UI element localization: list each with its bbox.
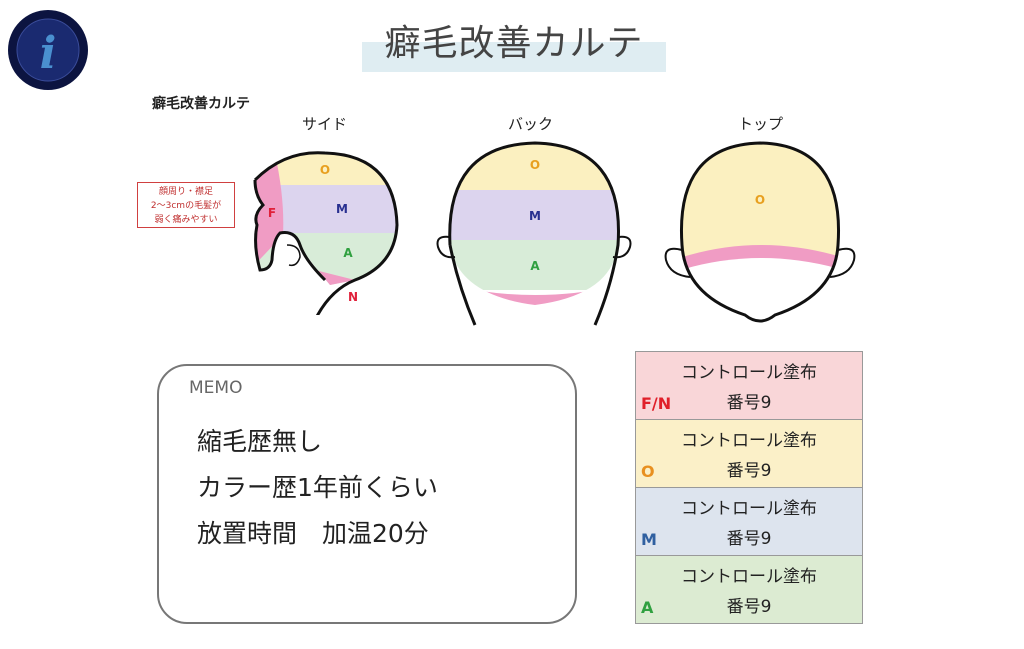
memo-title: MEMO (189, 378, 243, 398)
legend-code: M (641, 530, 657, 549)
legend-treatment: コントロール塗布 (681, 567, 817, 587)
legend-row-o: コントロール塗布 番号9 O (635, 419, 863, 488)
memo-line: 放置時間 加温20分 (197, 519, 429, 548)
title-highlight (362, 42, 666, 72)
svg-text:i: i (40, 28, 57, 79)
note-line: 弱く痛みやすい (154, 215, 218, 225)
legend-treatment: コントロール塗布 (681, 431, 817, 451)
brand-logo: i (8, 10, 88, 90)
view-label-side: サイド (302, 115, 348, 133)
legend-code: F/N (641, 394, 672, 413)
view-label-top: トップ (738, 115, 784, 133)
zone-label-o: O (755, 193, 765, 207)
zone-label-o: O (530, 158, 540, 172)
legend-number: 番号9 (726, 393, 772, 413)
legend-code: A (641, 598, 654, 617)
note-box: 顔周り・襟足 2～3cmの毛髪が 弱く痛みやすい (137, 182, 235, 228)
legend-code: O (641, 462, 655, 481)
top-head-diagram: O (664, 141, 856, 323)
memo-line: 縮毛歴無し (197, 427, 323, 456)
zone-label-m: M (529, 209, 541, 223)
view-label-back: バック (508, 115, 554, 133)
legend-row-fn: コントロール塗布 番号9 F/N (635, 351, 863, 420)
legend-number: 番号9 (726, 461, 772, 481)
note-line: 2～3cmの毛髪が (150, 201, 222, 211)
legend-treatment: コントロール塗布 (681, 499, 817, 519)
note-line: 顔周り・襟足 (158, 187, 213, 197)
zone-label-o: O (320, 163, 330, 177)
chart-subtitle: 癖毛改善カルテ (152, 96, 250, 112)
legend-row-a: コントロール塗布 番号9 A (635, 555, 863, 624)
legend-number: 番号9 (726, 597, 772, 617)
memo-line: カラー歴1年前くらい (197, 473, 438, 502)
zone-label-n: N (348, 290, 358, 304)
memo-box: MEMO 縮毛歴無し カラー歴1年前くらい 放置時間 加温20分 (157, 364, 577, 624)
zone-label-a: A (530, 259, 540, 273)
side-head-diagram: O M A F N (253, 151, 399, 315)
legend-treatment: コントロール塗布 (681, 363, 817, 383)
legend-row-m: コントロール塗布 番号9 M (635, 487, 863, 556)
page-title: 癖毛改善カルテ (384, 23, 644, 64)
back-head-diagram: O M A (436, 141, 632, 326)
zone-label-f: F (268, 206, 276, 220)
legend-number: 番号9 (726, 529, 772, 549)
zone-label-m: M (336, 202, 348, 216)
treatment-legend: コントロール塗布 番号9 F/N コントロール塗布 番号9 O コントロール塗布… (635, 351, 863, 624)
zone-label-a: A (343, 246, 353, 260)
